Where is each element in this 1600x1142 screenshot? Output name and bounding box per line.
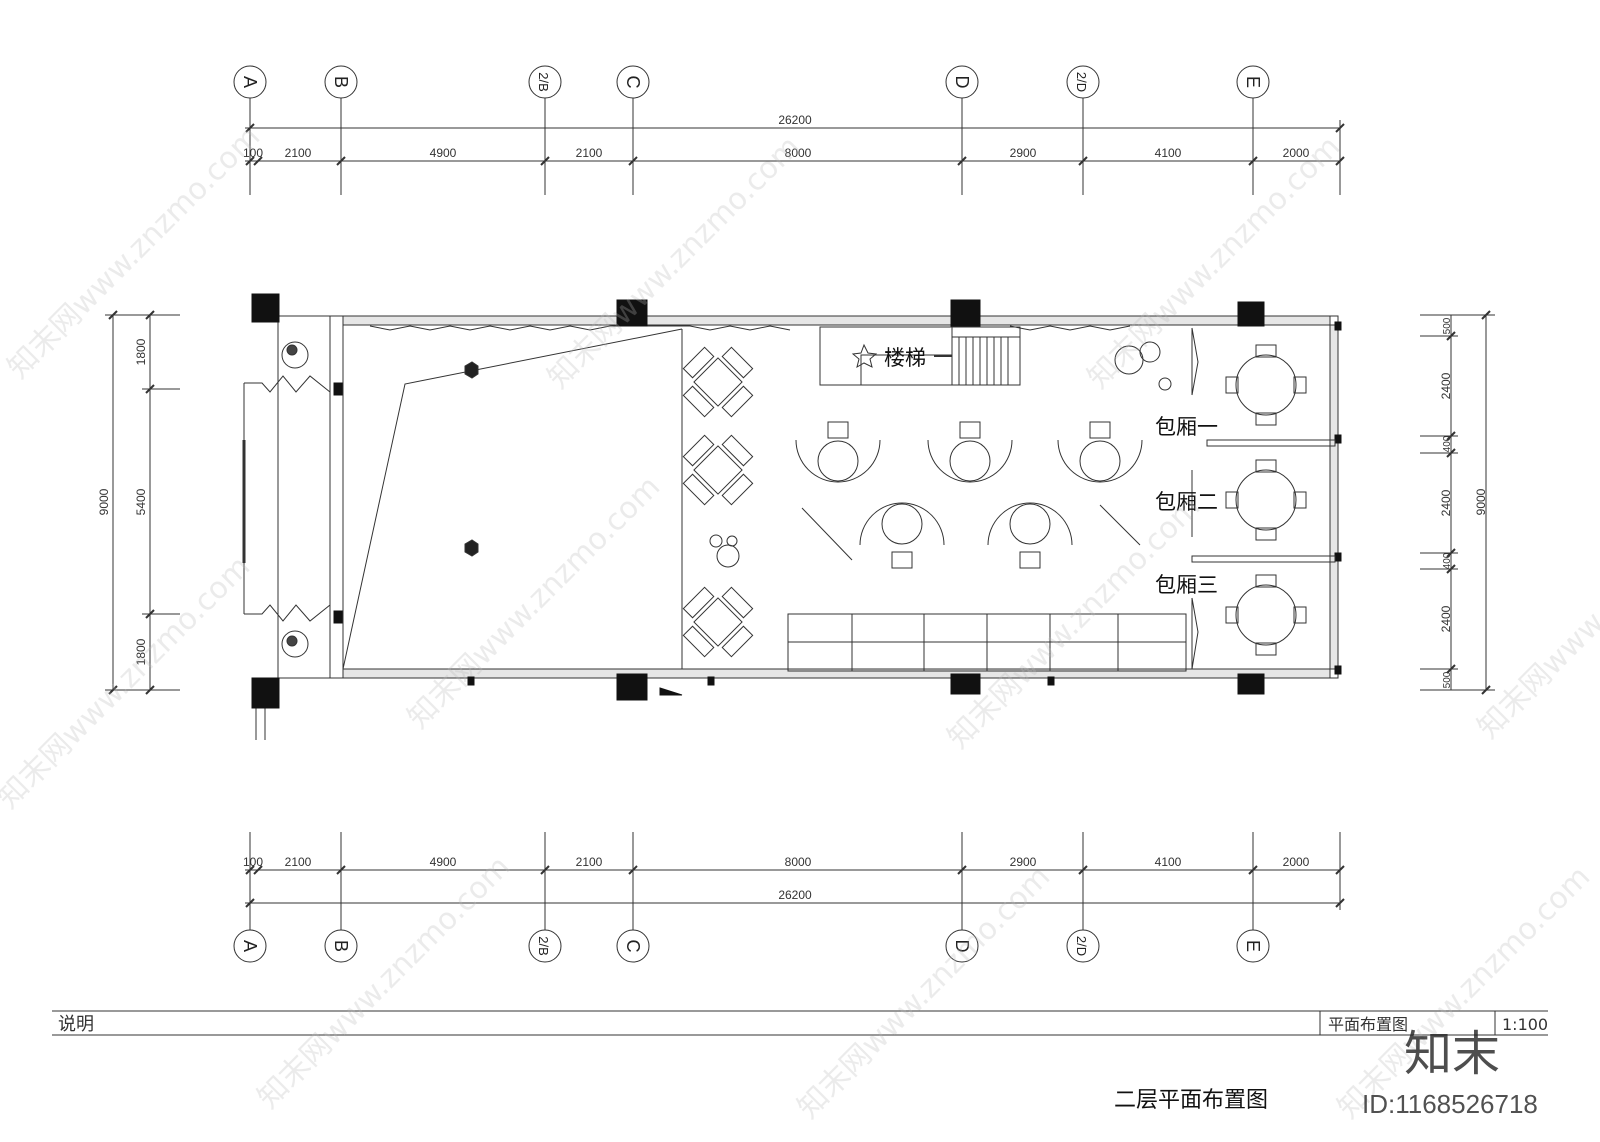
grid-label: D (952, 940, 972, 953)
bottom-grid-axis-2b (528, 832, 562, 963)
structural-columns (251, 293, 1342, 709)
dimension: 2000 (1283, 855, 1310, 869)
atrium-void (342, 328, 683, 670)
brand-logo: 知末 (1404, 1026, 1500, 1082)
dimension: 4900 (430, 146, 457, 160)
dimension: 8000 (785, 146, 812, 160)
notes-label: 说明 (58, 1014, 94, 1035)
dimension: 4900 (430, 855, 457, 869)
dimension: 500 (1442, 671, 1453, 688)
dimension: 100 (243, 855, 263, 869)
private-room-3-label: 包厢三 (1155, 573, 1218, 597)
bottom-grid-axis-d (945, 832, 979, 963)
building-walls (242, 315, 1339, 740)
watermark-text: 知末网www.znzmo.com (1081, 129, 1347, 395)
dimension: 400 (1442, 552, 1453, 569)
bottom-grid-axis-b (324, 832, 358, 963)
watermark-text: 知末网www.znzmo.com (1471, 479, 1600, 745)
bottom-grid-axis-2d (1066, 832, 1100, 963)
dimension: 2100 (285, 146, 312, 160)
top-grid-axis-c (616, 65, 650, 195)
watermark-text: 知末网www.znzmo.com (791, 859, 1057, 1125)
drawing-name: 平面布置图 (1328, 1015, 1408, 1034)
plant-decor (281, 341, 1172, 658)
watermark-text: 知末网www.znzmo.com (251, 849, 517, 1115)
staircase (819, 326, 1021, 386)
four-seat-tables (682, 346, 754, 658)
grid-label: E (1243, 940, 1263, 952)
watermark-layer: 知末网www.znzmo.com 知末网www.znzmo.com 知末网www… (0, 119, 1600, 1125)
grid-label: E (1243, 76, 1263, 88)
grid-label: 2/B (536, 936, 551, 956)
dimension: 2000 (1283, 146, 1310, 160)
drawing-scale: 1:100 (1502, 1015, 1548, 1034)
dimension: 4100 (1155, 855, 1182, 869)
dimension: 100 (243, 146, 263, 160)
private-room-walls (1191, 327, 1336, 670)
booth-seating (795, 421, 1143, 569)
dimension: 2100 (576, 146, 603, 160)
drawing-caption: 二层平面布置图 (1114, 1088, 1268, 1113)
dimension-overall: 26200 (778, 113, 812, 127)
grid-label: D (952, 76, 972, 89)
round-tables (1225, 344, 1307, 656)
bottom-grid-axis-c (616, 832, 650, 963)
dimension: 500 (1442, 317, 1453, 334)
watermark-text: 知末网www.znzmo.com (1331, 859, 1597, 1125)
top-grid-axis-a (233, 65, 267, 195)
dimension: 4100 (1155, 146, 1182, 160)
dimension: 400 (1442, 435, 1453, 452)
top-grid-axis-e (1236, 65, 1270, 195)
dimension-overall: 9000 (1474, 488, 1488, 515)
dimension: 1800 (134, 338, 148, 365)
dimension-overall: 9000 (97, 488, 111, 515)
bottom-grid-axis-a (233, 832, 267, 963)
watermark-text: 知末网www.znzmo.com (541, 129, 807, 395)
top-grid-axis-2b (528, 65, 562, 195)
dimension: 2400 (1439, 605, 1453, 632)
grid-label: B (331, 76, 351, 88)
top-grid-axis-d (945, 65, 979, 195)
dimension: 2100 (576, 855, 603, 869)
watermark-text: 知末网www.znzmo.com (941, 489, 1207, 755)
private-room-2-label: 包厢二 (1155, 490, 1218, 514)
top-grid-axis-b (324, 65, 358, 195)
dimension: 1800 (134, 638, 148, 665)
grid-label: A (240, 940, 260, 952)
stairs-label: 楼梯 (884, 346, 926, 370)
top-axis-labels: A B 2/B C D 2/D E (240, 72, 1263, 92)
dimension: 2400 (1439, 372, 1453, 399)
dimension: 5400 (134, 488, 148, 515)
dimension: 2900 (1010, 146, 1037, 160)
image-id: ID:1168526718 (1362, 1089, 1538, 1119)
grid-label: 2/D (1074, 72, 1089, 92)
dimension: 2400 (1439, 489, 1453, 516)
grid-label: C (623, 76, 643, 89)
bottom-grid-axis-e (1236, 832, 1270, 963)
grid-label: A (240, 76, 260, 88)
bench-seating (787, 613, 1187, 672)
grid-label: C (623, 940, 643, 953)
grid-label: B (331, 940, 351, 952)
grid-label: 2/B (536, 72, 551, 92)
dimension: 2100 (285, 855, 312, 869)
dimension-overall: 26200 (778, 888, 812, 902)
top-grid-axis-2d (1066, 65, 1100, 195)
grid-label: 2/D (1074, 936, 1089, 956)
private-room-1-label: 包厢一 (1155, 415, 1218, 439)
dimension: 2900 (1010, 855, 1037, 869)
title-block (52, 1010, 1548, 1036)
dimension: 8000 (785, 855, 812, 869)
bottom-axis-labels: A B 2/B C D 2/D E (240, 936, 1263, 956)
watermark-text: 知末网www.znzmo.com (0, 549, 257, 815)
